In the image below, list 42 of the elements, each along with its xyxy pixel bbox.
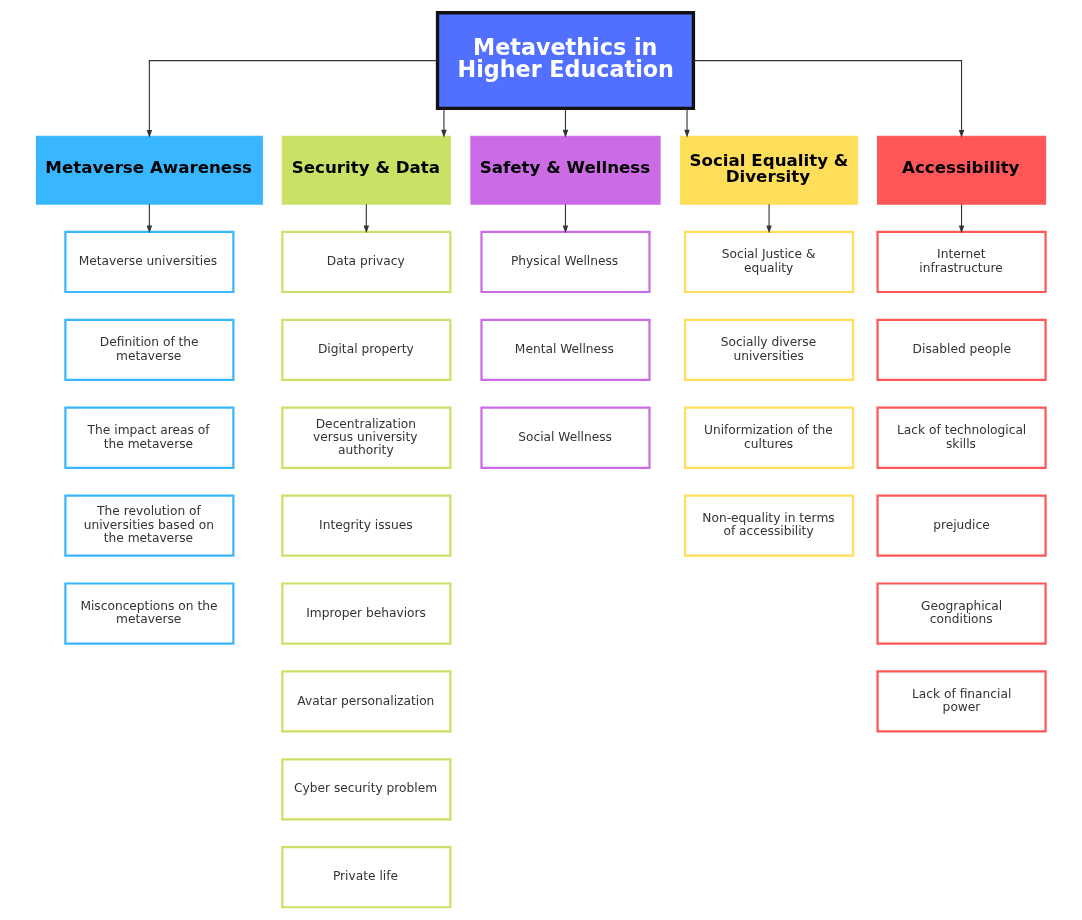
node-box: The impact areas of the metaverse xyxy=(64,406,235,469)
node-box: Metaverse Awareness xyxy=(35,135,263,205)
node-box: Social Equality & Diversity xyxy=(680,135,859,205)
arrow xyxy=(562,108,569,138)
arrow xyxy=(958,203,965,234)
arrow xyxy=(692,60,965,138)
arrow xyxy=(146,203,153,234)
node-box: Accessibility xyxy=(877,135,1047,205)
node-box: Data privacy xyxy=(281,230,452,294)
node-box: prejudice xyxy=(876,494,1047,557)
node-box: Mental Wellness xyxy=(480,318,651,381)
node-box: Improper behaviors xyxy=(281,582,452,645)
node-box: Decentralization versus university authority xyxy=(281,406,452,469)
node-box: Misconceptions on the metaverse xyxy=(64,582,235,645)
node-box: The revolution of universities based on the metaverse xyxy=(64,494,235,557)
node-box: Lack of financial power xyxy=(876,670,1047,733)
node-box: Avatar personalization xyxy=(281,670,452,733)
arrow xyxy=(441,108,447,138)
node-box: Internet infrastructure xyxy=(876,230,1047,294)
arrow xyxy=(684,108,690,138)
node-box: Socially diverse universities xyxy=(683,318,855,381)
node-box: Integrity issues xyxy=(281,494,452,557)
node-box: Private life xyxy=(281,846,452,909)
node-box: Social Justice & equality xyxy=(683,230,855,294)
node-box: Cyber security problem xyxy=(281,758,452,821)
node-box: Digital property xyxy=(281,318,452,381)
node-box: Lack of technological skills xyxy=(876,406,1047,469)
arrow xyxy=(146,60,439,138)
node-box: Non-equality in terms of accessibility xyxy=(683,494,855,557)
node-box: Safety & Wellness xyxy=(470,135,661,205)
node-box: Geographical conditions xyxy=(876,582,1047,645)
node-box: Physical Wellness xyxy=(480,230,651,294)
arrow xyxy=(562,203,569,234)
node-box: Metavethics in Higher Education xyxy=(435,11,696,111)
arrow xyxy=(766,203,772,234)
node-box: Disabled people xyxy=(876,318,1047,381)
node-box: Uniformization of the cultures xyxy=(683,406,855,469)
node-box: Social Wellness xyxy=(480,406,651,469)
arrow xyxy=(363,203,370,234)
node-box: Definition of the metaverse xyxy=(64,318,235,381)
node-box: Metaverse universities xyxy=(64,230,235,294)
node-box: Security & Data xyxy=(281,135,451,205)
